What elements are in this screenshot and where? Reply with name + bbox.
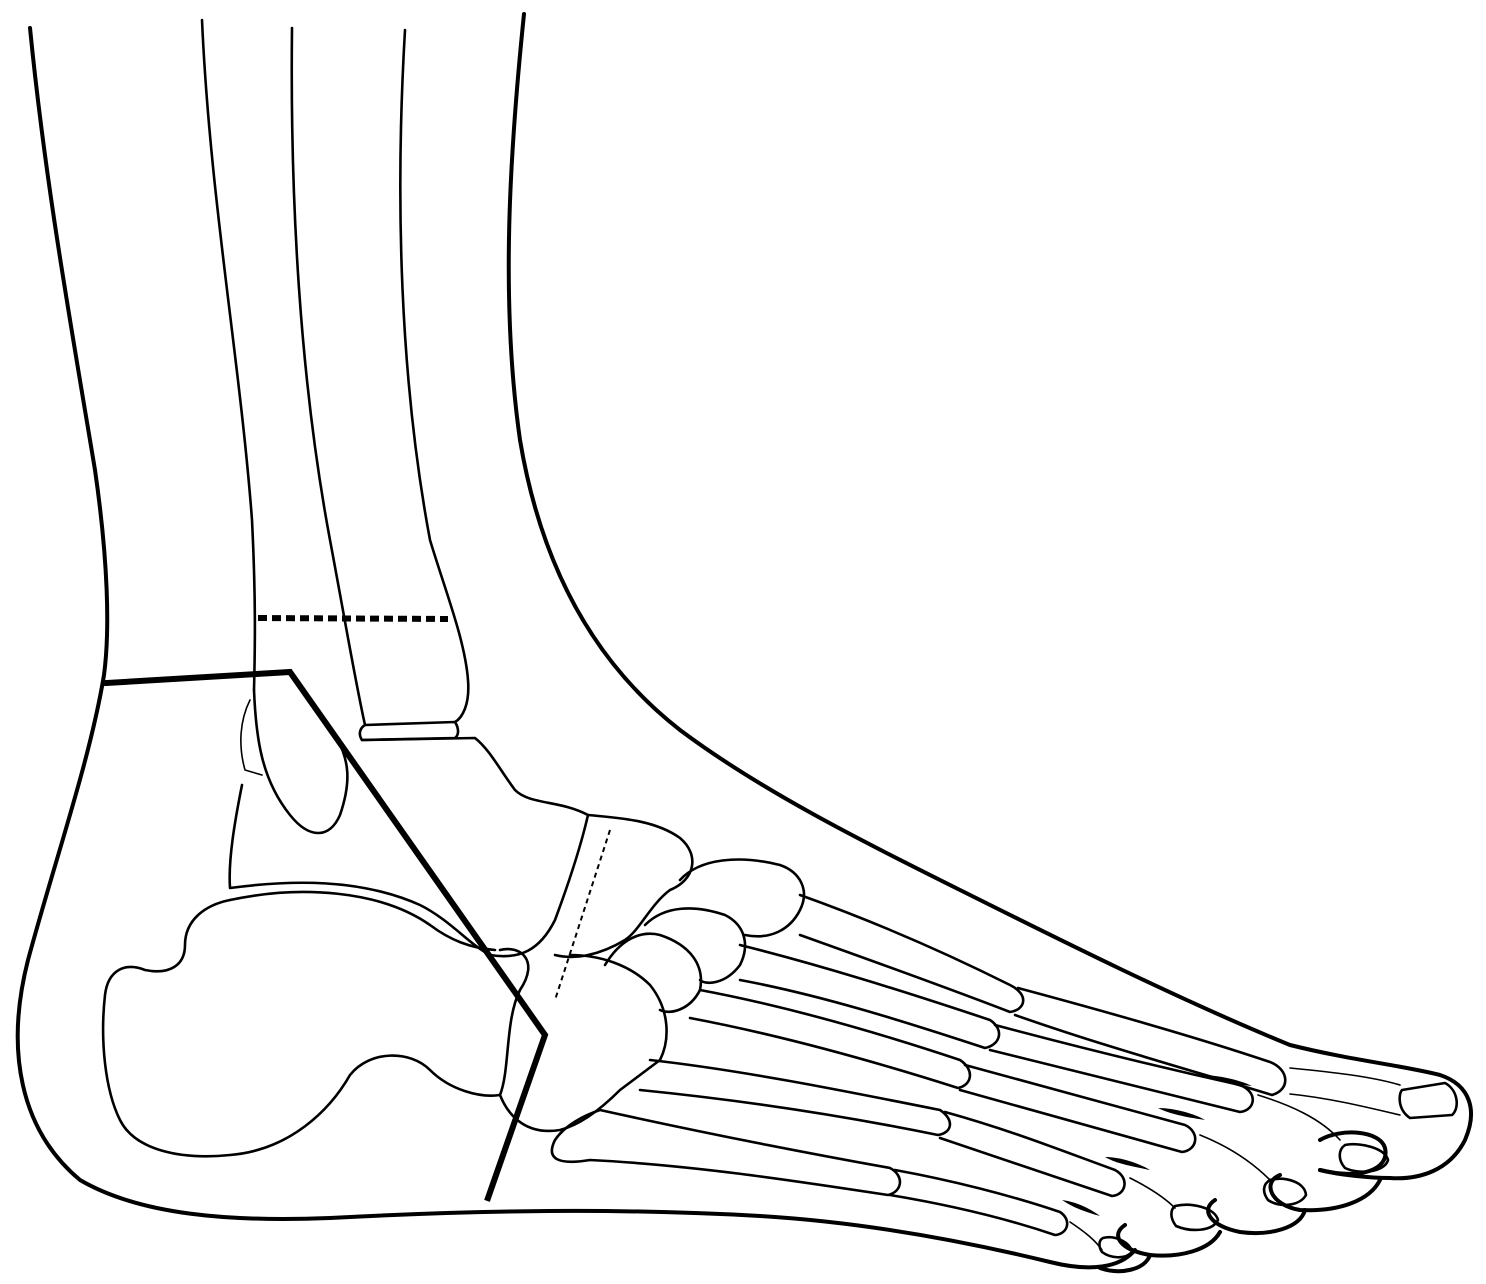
lateral-cuneiform	[603, 932, 703, 1014]
metatarsal-4	[638, 1058, 952, 1137]
phalanx-4-distal	[1129, 1177, 1176, 1209]
phalanx-1-distal	[1289, 1067, 1401, 1116]
phalanx-1-proximal	[1013, 986, 1287, 1097]
phalanx-4-proximal	[938, 1110, 1126, 1198]
intermediate-cuneiform	[643, 907, 747, 985]
phalanx-2-distal	[1257, 1094, 1341, 1141]
tibia-posterior-edge	[200, 18, 257, 692]
leg-outline	[15, 12, 1473, 1270]
calcaneus	[101, 898, 530, 1158]
second-toe-nail	[1338, 1142, 1390, 1174]
metatarsal-1	[798, 893, 1025, 1014]
third-toe	[1268, 1173, 1382, 1213]
fibula-right-edge	[399, 28, 470, 724]
second-toe	[1318, 1130, 1388, 1176]
phalanges	[888, 986, 1401, 1251]
midtarsal-dashed-line	[554, 829, 611, 1001]
osteotomy-dashed-line	[257, 615, 449, 622]
phalanx-5-proximal	[888, 1168, 1069, 1237]
phalanx-2-proximal	[988, 1023, 1255, 1114]
metatarsal-5	[550, 1108, 902, 1197]
medial-malleolus	[252, 688, 349, 835]
leg-bones	[200, 18, 470, 835]
fibula-left-edge	[290, 26, 367, 727]
talus-neck-line	[228, 890, 497, 952]
anterior-leg-contour	[506, 12, 1473, 1181]
toe-shadow-4	[1062, 1200, 1100, 1216]
posterior-leg-contour	[15, 26, 1137, 1270]
fifth-toe-nail	[1098, 1236, 1134, 1259]
talus	[228, 736, 590, 958]
third-toe-nail	[1262, 1177, 1308, 1207]
toe-shadow-2	[1158, 1108, 1205, 1120]
little-toe-tip	[1098, 1253, 1152, 1274]
big-toe-nail	[1398, 1081, 1459, 1120]
metatarsal-3	[688, 988, 972, 1090]
medial-cuneiform	[678, 858, 806, 938]
toe-shadow-3	[1105, 1157, 1150, 1170]
navicular	[553, 813, 694, 959]
phalanx-3-proximal	[958, 1063, 1197, 1154]
fourth-toe-nail	[1170, 1203, 1220, 1232]
phalanx-5-distal	[1069, 1221, 1103, 1251]
resection-cut-line	[103, 668, 549, 1202]
tarsal-bones	[101, 736, 806, 1158]
phalanx-3-distal	[1199, 1134, 1271, 1181]
metatarsal-2	[738, 943, 1001, 1050]
metatarsals	[550, 893, 1025, 1197]
malleolus-notch	[240, 699, 263, 776]
